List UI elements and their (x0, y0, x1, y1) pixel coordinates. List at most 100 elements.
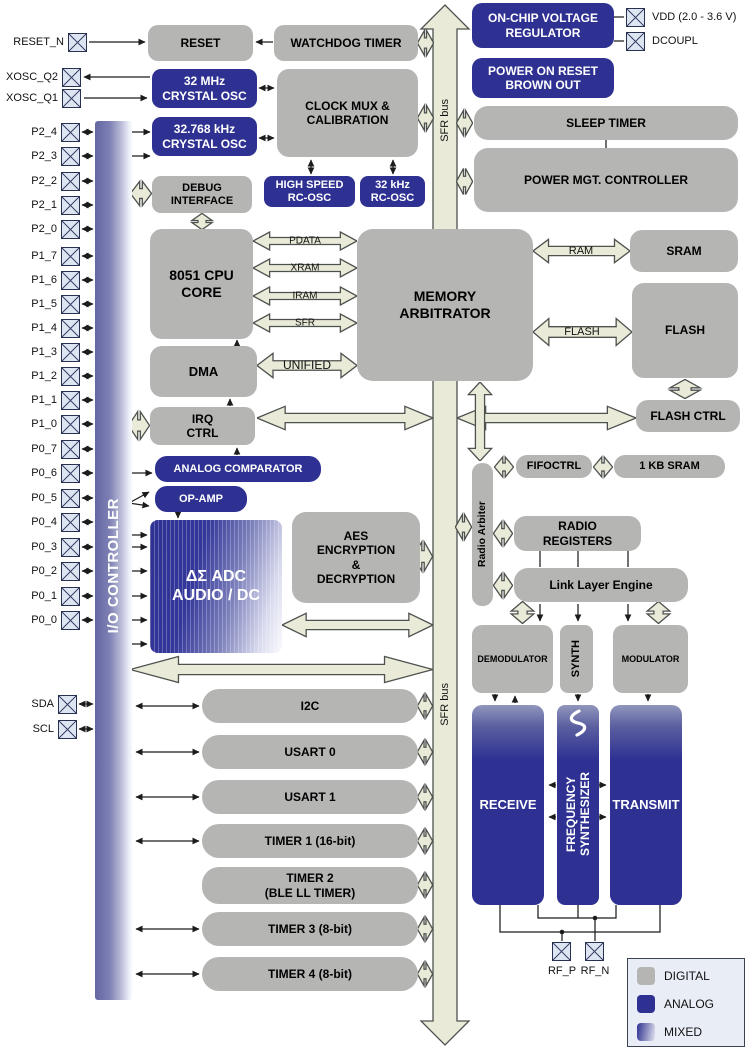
pin-label: P2_1 (31, 199, 57, 211)
rfn-label: RF_N (580, 965, 610, 977)
mixed-swatch-icon (637, 1023, 655, 1041)
block-peripheral-2: USART 1 (202, 780, 418, 814)
block-radio-arbiter: Radio Arbiter (472, 463, 493, 606)
pin-pad-icon (61, 463, 80, 483)
pin-label: P1_4 (31, 322, 57, 334)
pin-label: P2_4 (31, 126, 57, 138)
rfn-pad-icon (585, 942, 604, 961)
legend-item-mixed: MIXED (637, 1023, 702, 1041)
timer1-bus-connector (417, 829, 433, 853)
block-irq-ctrl: IRQ CTRL (150, 407, 255, 445)
rfp-label: RF_P (547, 965, 577, 977)
pin-label: SDA (31, 698, 54, 710)
pdata-label: PDATA (289, 235, 321, 247)
pin-pad-icon (61, 122, 80, 142)
block-power-mgt-controller: POWER MGT. CONTROLLER (474, 148, 738, 212)
pin-label: P2_0 (31, 223, 57, 235)
block-flash: FLASH (632, 283, 738, 378)
block-8051-cpu: 8051 CPU CORE (150, 229, 253, 339)
block-32768khz-crystal-osc: 32.768 kHz CRYSTAL OSC (152, 117, 257, 156)
legend-item-analog: ANALOG (637, 995, 714, 1013)
flash-flashctrl-connector (669, 379, 701, 399)
pin-pad-icon (58, 719, 77, 739)
block-peripheral-6: TIMER 4 (8-bit) (202, 957, 418, 991)
unified-label: UNIFIED (283, 358, 331, 372)
i2c-bus-connector (417, 694, 433, 718)
block-fifoctrl: FIFOCTRL (516, 455, 592, 478)
pin-pad-icon (61, 342, 80, 362)
pin-label: P1_6 (31, 274, 57, 286)
bus-radioarb-connector (455, 514, 472, 540)
pin-label: P1_5 (31, 298, 57, 310)
block-watchdog-timer: WATCHDOG TIMER (274, 25, 418, 61)
block-transmit: TRANSMIT (610, 705, 682, 905)
pin-label: P0_3 (31, 541, 57, 553)
pin-pad-icon (61, 512, 80, 532)
pin-label: P0_7 (31, 443, 57, 455)
linklayer-demod-connector (510, 601, 535, 624)
debug-cpu-connector (191, 213, 213, 230)
pin-label: P1_3 (31, 346, 57, 358)
pin-label: P0_0 (31, 614, 57, 626)
pin-pad-icon (61, 414, 80, 434)
watchdog-bus-connector (417, 30, 434, 56)
pin-pad-icon (61, 270, 80, 290)
pin-pad-icon (61, 318, 80, 338)
block-voltage-regulator: ON-CHIP VOLTAGE REGULATOR (472, 3, 614, 48)
pin-pad-icon (61, 294, 80, 314)
pin-pad-icon (61, 586, 80, 606)
usart1-bus-connector (417, 785, 433, 809)
block-synth: SYNTH (560, 625, 593, 693)
pin-label: XOSC_Q1 (6, 92, 58, 104)
pin-pad-icon (61, 488, 80, 508)
block-peripheral-5: TIMER 3 (8-bit) (202, 912, 418, 946)
block-sram: SRAM (630, 230, 738, 272)
pin-pad-icon (61, 171, 80, 191)
iram-label: IRAM (292, 290, 318, 302)
linklayer-mod-connector (646, 601, 671, 624)
block-32khz-rcosc: 32 kHz RC-OSC (360, 176, 425, 207)
vdd-label: VDD (2.0 - 3.6 V) (652, 11, 737, 23)
legend-item-digital: DIGITAL (637, 967, 710, 985)
block-32mhz-crystal-osc: 32 MHz CRYSTAL OSC (152, 69, 257, 108)
ram-label: RAM (568, 245, 594, 257)
pin-pad-icon (61, 537, 80, 557)
block-1kb-sram: 1 KB SRAM (614, 455, 725, 478)
block-aes: AES ENCRYPTION & DECRYPTION (292, 512, 420, 603)
block-radio-registers: RADIO REGISTERS (514, 516, 641, 551)
block-debug-interface: DEBUG INTERFACE (152, 176, 252, 213)
pin-pad-icon (61, 390, 80, 410)
block-peripheral-4: TIMER 2 (BLE LL TIMER) (202, 867, 418, 904)
radioarb-registers-connector (493, 521, 513, 546)
radioarb-fifoctrl-connector (494, 456, 514, 478)
radioarb-linklayer-connector (493, 573, 513, 598)
timer3-bus-connector (417, 917, 433, 941)
block-peripheral-3: TIMER 1 (16-bit) (202, 824, 418, 858)
block-adc: ΔΣ ADC AUDIO / DC (150, 520, 282, 653)
pin-label: SCL (32, 723, 54, 735)
block-memory-arbitrator: MEMORY ARBITRATOR (357, 229, 533, 381)
pin-pad-icon (61, 610, 80, 630)
block-peripheral-1: USART 0 (202, 735, 418, 769)
adc-sfr-arrow (282, 612, 433, 638)
pin-pad-icon (61, 561, 80, 581)
io-controller-title: I/O CONTROLLER (105, 497, 122, 634)
dcoupl-pad-icon (626, 32, 645, 51)
analog-swatch-icon (637, 995, 655, 1013)
dcoupl-label: DCOUPL (652, 35, 698, 47)
pin-label: P2_2 (31, 175, 57, 187)
pin-label: P0_5 (31, 492, 57, 504)
block-demodulator: DEMODULATOR (472, 625, 553, 693)
pin-label: P1_0 (31, 418, 57, 430)
sine-wave-icon (569, 709, 587, 737)
timer4-bus-connector (417, 962, 433, 986)
sfr-bus-label-bottom: SFR bus (439, 682, 451, 726)
pin-pad-icon (68, 32, 87, 52)
pin-pad-icon (58, 694, 77, 714)
block-frequency-synthesizer: FREQUENCY SYNTHESIZER (557, 705, 599, 905)
block-flash-ctrl: FLASH CTRL (636, 400, 740, 432)
flash-bus-label: FLASH (564, 326, 600, 338)
digital-swatch-icon (637, 967, 655, 985)
pin-label: P1_7 (31, 250, 57, 262)
